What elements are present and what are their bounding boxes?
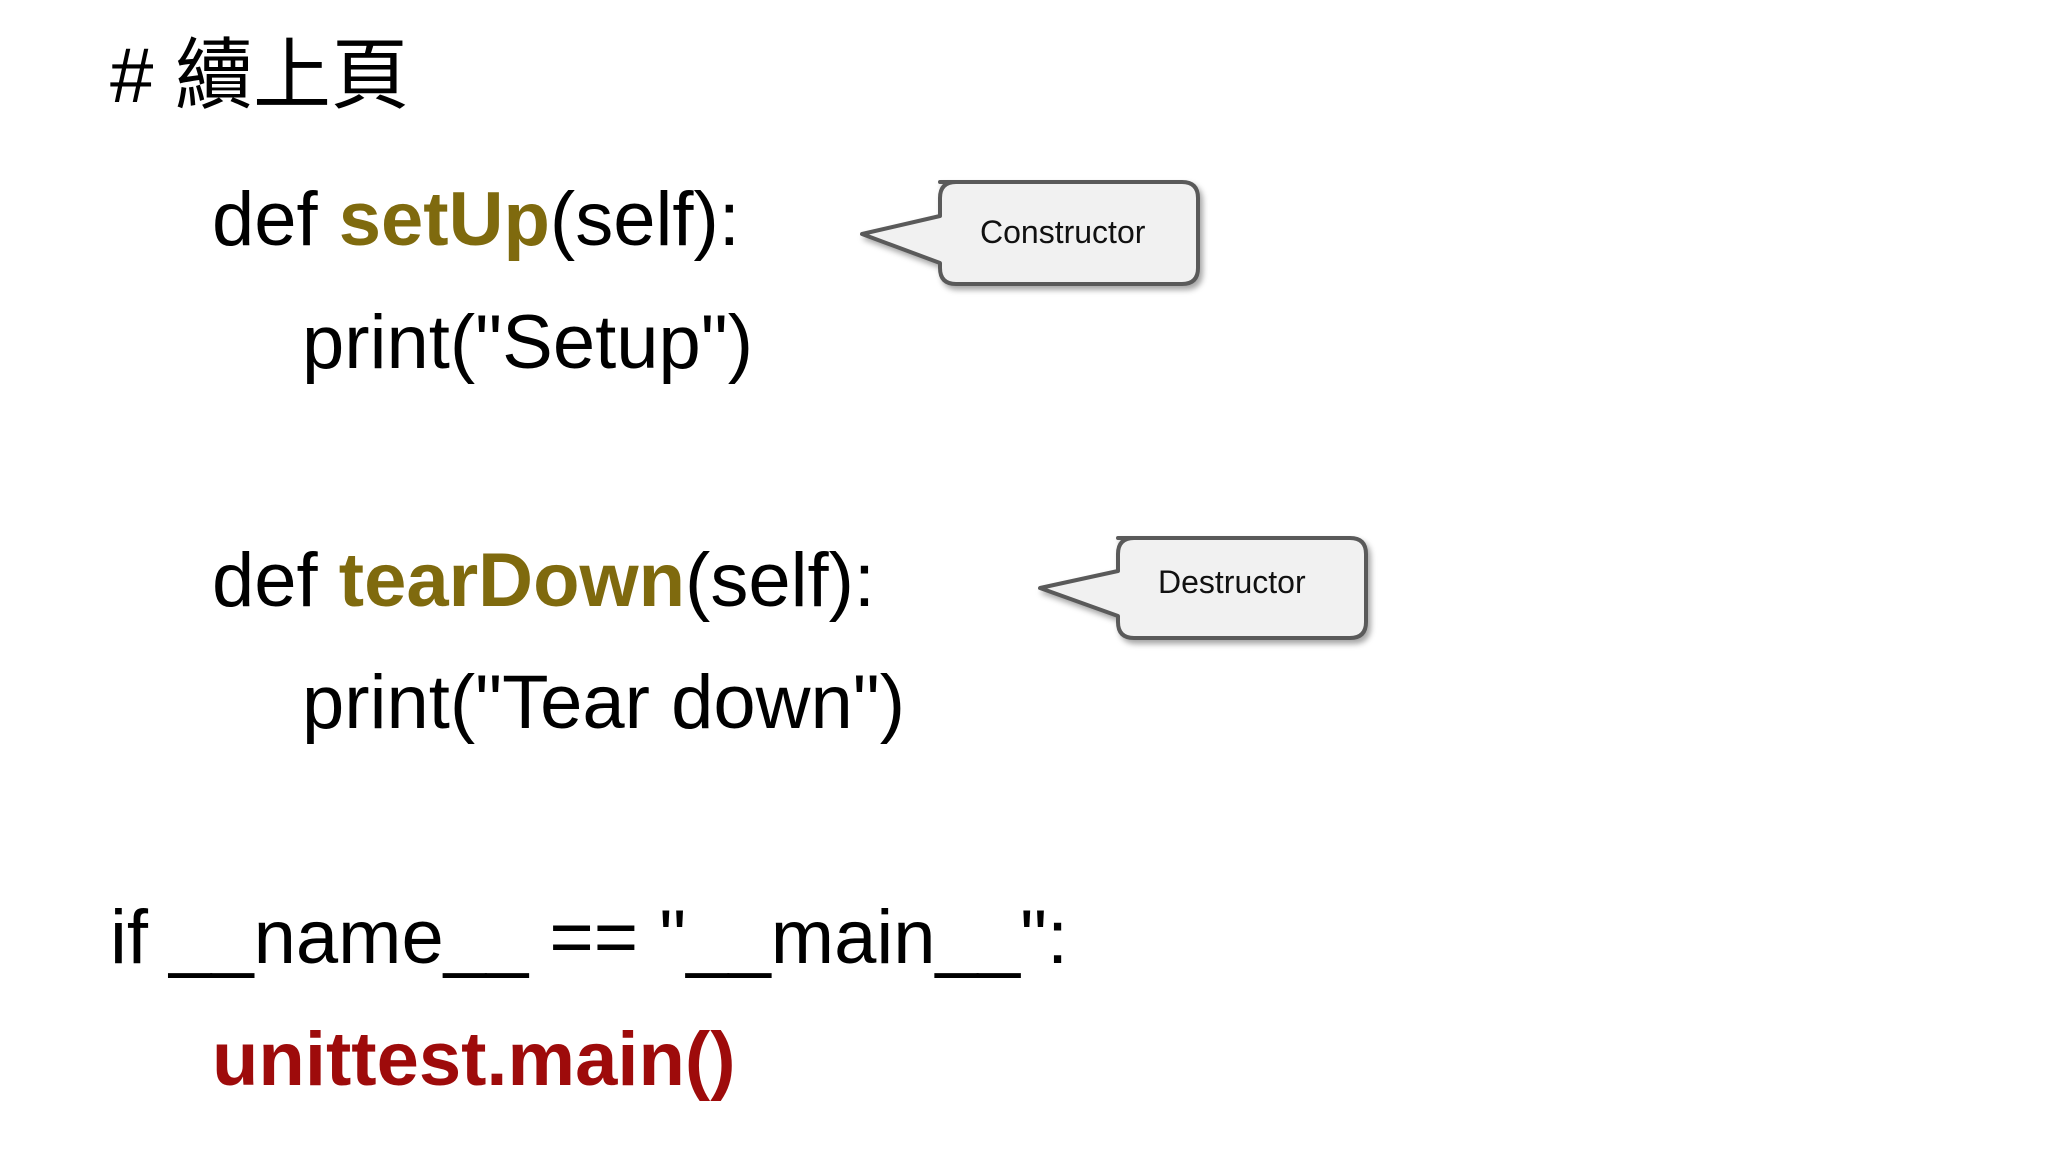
slide-title-comment: # 續上頁 <box>110 31 410 119</box>
code-line-unittest-main: unittest.main() <box>212 1017 736 1102</box>
code-line-teardown-def: def tearDown(self): <box>212 543 875 619</box>
code-line-setup-def: def setUp(self): <box>212 182 740 258</box>
teardown-def-keyword: def <box>212 538 339 623</box>
code-line-if-main: if __name__ == "__main__": <box>110 895 1069 980</box>
setup-def-signature: (self): <box>549 177 740 262</box>
speech-bubble-shape <box>1038 536 1368 640</box>
callout-destructor: Destructor <box>1038 524 1370 652</box>
callout-constructor-label: Constructor <box>980 214 1146 250</box>
setup-method-name: setUp <box>338 177 550 262</box>
callout-constructor: Constructor <box>860 168 1202 298</box>
teardown-method-name: tearDown <box>338 538 686 623</box>
code-line-teardown-body: print("Tear down") <box>302 660 906 745</box>
code-line-setup-body: print("Setup") <box>302 300 754 385</box>
teardown-def-signature: (self): <box>685 538 876 623</box>
speech-bubble-shape <box>860 180 1200 286</box>
setup-def-keyword: def <box>212 177 339 262</box>
callout-destructor-label: Destructor <box>1158 564 1306 600</box>
